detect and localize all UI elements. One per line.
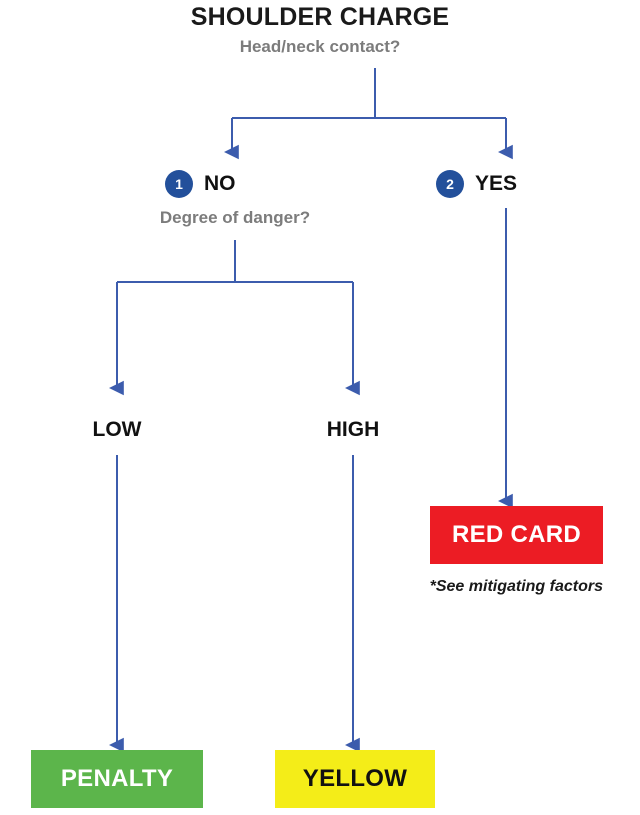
level-label-high: HIGH xyxy=(326,418,380,441)
decision-node-yes[interactable]: 2 YES xyxy=(436,170,517,198)
badge-2: 2 xyxy=(436,170,464,198)
red-card-footnote: *See mitigating factors xyxy=(429,578,603,595)
outcome-yellow[interactable]: YELLOW xyxy=(275,750,435,808)
outcome-red-card-label: RED CARD xyxy=(451,521,582,548)
decision-label-no: NO xyxy=(204,172,236,195)
decision-node-no[interactable]: 1 NO xyxy=(165,170,236,198)
decision-label-yes: YES xyxy=(475,172,518,195)
page-title: SHOULDER CHARGE xyxy=(190,3,450,31)
outcome-penalty-label: PENALTY xyxy=(60,765,174,792)
outcome-yellow-label: YELLOW xyxy=(302,765,408,792)
level-label-low: LOW xyxy=(92,418,142,441)
root-question: Head/neck contact? xyxy=(239,37,401,56)
badge-1: 1 xyxy=(165,170,193,198)
outcome-penalty[interactable]: PENALTY xyxy=(31,750,203,808)
decision-sub-no: Degree of danger? xyxy=(159,208,311,227)
outcome-red-card[interactable]: RED CARD xyxy=(430,506,603,564)
